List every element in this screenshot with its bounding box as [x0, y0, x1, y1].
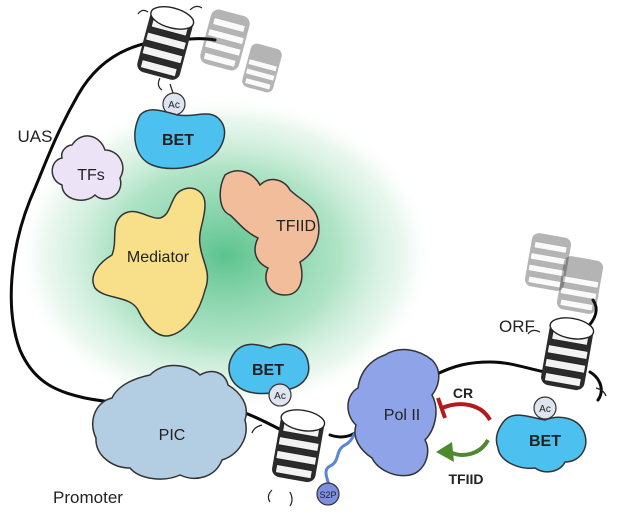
nucleosome-orf — [541, 317, 595, 391]
bet-middle — [228, 343, 310, 395]
tfiid-reg-label: TFIID — [449, 471, 484, 487]
histone-tail — [137, 9, 149, 15]
s2p-mark — [316, 482, 340, 506]
nucleosome-ghost-orf-2 — [556, 256, 604, 314]
bet-orf — [495, 414, 587, 473]
tfiid-activate-head — [436, 442, 454, 462]
histone-tail — [527, 329, 541, 335]
cr-label: CR — [453, 385, 473, 401]
histone-tail — [251, 424, 263, 434]
nucleosome-promoter — [272, 409, 326, 483]
tfiid-blob — [219, 170, 320, 296]
pol2-label: Pol II — [384, 407, 420, 424]
uas-label: UAS — [18, 127, 53, 146]
ac-label-middle: Ac — [274, 391, 286, 402]
mediator-label: Mediator — [127, 249, 190, 266]
nucleosome-top — [137, 6, 195, 80]
bet-middle-label: BET — [252, 362, 284, 379]
promoter-label: Promoter — [53, 488, 123, 507]
cr-inhibit-arrow — [441, 402, 492, 422]
histone-tail — [157, 77, 163, 91]
s2p-label: S2P — [319, 490, 336, 500]
bet-orf-label: BET — [529, 433, 561, 450]
ctd-tail — [324, 423, 366, 489]
pic-label: PIC — [159, 427, 186, 444]
histone-tail — [189, 5, 203, 11]
bet-top — [134, 109, 226, 170]
tfs-label: TFs — [77, 167, 105, 184]
pic-blob — [91, 364, 247, 480]
bet-top-label: BET — [162, 132, 194, 149]
orf-label: ORF — [499, 317, 535, 336]
histone-tail — [595, 387, 607, 397]
dna-strand-orf-right — [588, 370, 603, 402]
tfs-blob — [51, 135, 124, 201]
histone-tail — [289, 491, 293, 507]
pol2-blob — [347, 348, 440, 477]
nucleosome-ghost-1 — [200, 9, 250, 71]
cr-inhibit-bar — [436, 397, 447, 419]
tfiid-label: TFIID — [276, 218, 316, 235]
ac-mark-orf — [533, 396, 557, 420]
ac-mark-middle — [268, 383, 292, 407]
nucleosome-ghost-orf — [524, 233, 572, 291]
ac-label-orf: Ac — [539, 404, 551, 415]
mediator-blob — [92, 187, 209, 337]
nucleosome-ghost-2 — [242, 43, 282, 93]
histone-tail — [267, 489, 273, 503]
tfiid-activate-arrow — [449, 438, 490, 457]
ac-label-top: Ac — [168, 100, 180, 111]
